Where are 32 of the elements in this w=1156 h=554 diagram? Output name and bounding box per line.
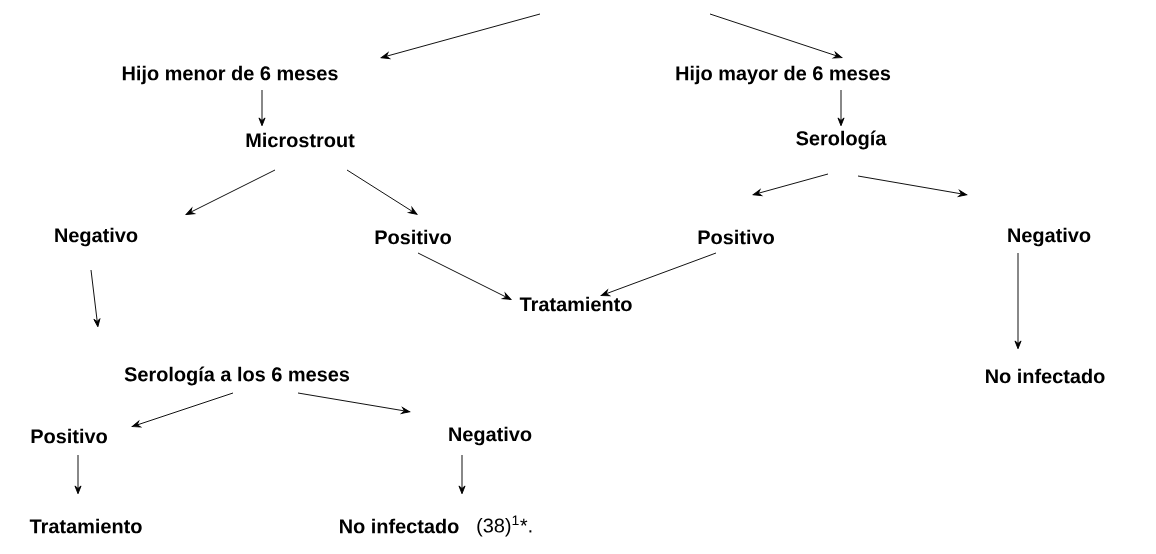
arrow [346, 169, 418, 215]
arrow [458, 454, 466, 495]
arrow [857, 175, 968, 197]
side-note: (38)$^{1}$*. [477, 515, 532, 537]
arrow [297, 392, 411, 414]
arrow [258, 89, 266, 127]
flow-label: Negativo [1008, 227, 1091, 247]
arrow [90, 269, 101, 328]
arrow [380, 13, 541, 59]
flow-label: Tratamiento [519, 296, 632, 312]
arrow [74, 454, 82, 495]
arrow [131, 392, 234, 428]
flow-label: Serología a los 6 meses [124, 366, 350, 386]
arrow [709, 13, 843, 59]
flow-label: Hijo menor de 6 meses [122, 65, 338, 85]
flow-label: Serología [796, 130, 887, 150]
flow-label: Hijo mayor de 6 meses [676, 65, 891, 85]
flow-label: Tratamiento [29, 518, 142, 534]
flow-label: Positivo [375, 229, 451, 245]
arrow [1014, 252, 1022, 350]
arrow [752, 173, 829, 196]
flow-label: Negativo [55, 227, 138, 247]
arrow [837, 89, 845, 127]
flow-label: No infectado [340, 518, 459, 534]
arrow [185, 169, 276, 215]
flow-label: Negativo [449, 426, 532, 446]
arrow [600, 252, 717, 297]
flow-label: Positivo [31, 428, 107, 444]
flow-label: Microstrout [246, 132, 355, 148]
flow-label: Positivo [698, 229, 774, 245]
flow-label: No infectado [986, 368, 1105, 384]
arrow [417, 252, 512, 300]
